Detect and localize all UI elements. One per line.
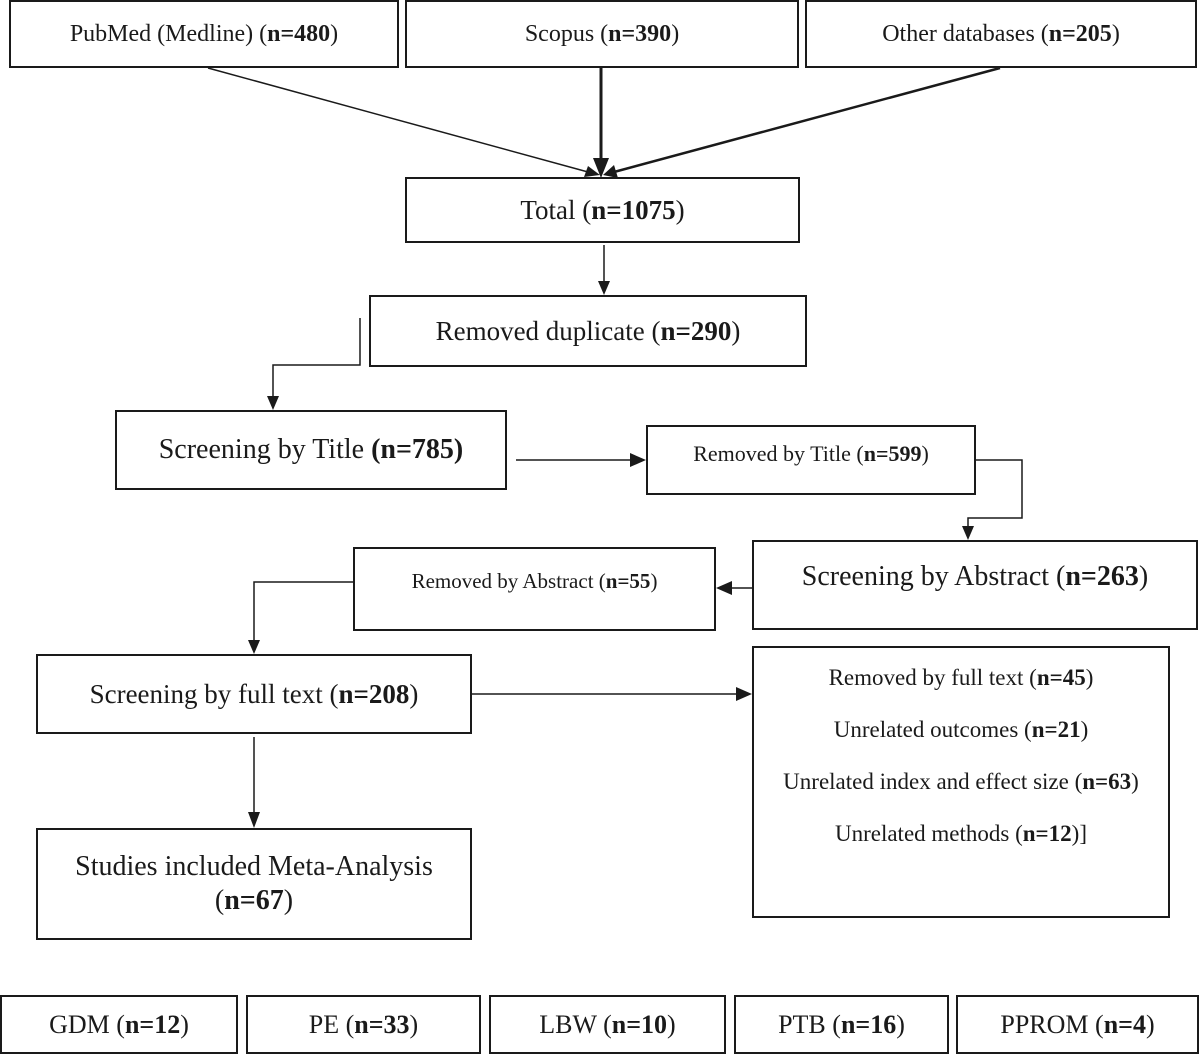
arrow-duplicate-title (272, 318, 361, 402)
arrowhead-abstract (716, 581, 732, 595)
arrowhead-total (598, 281, 610, 295)
reason-unrelated-index: Unrelated index and effect size (n=63) (783, 769, 1139, 794)
abstract-removed-box: Removed by Abstract (n=55) (353, 547, 716, 631)
outcome-gdm: GDM (n=12) (0, 995, 238, 1054)
total-box: Total (n=1075) (405, 177, 800, 243)
outcome-pe: PE (n=33) (246, 995, 481, 1054)
arrow-pubmed-total (207, 67, 589, 173)
arrowhead-other (603, 165, 618, 178)
arrowhead-pubmed (584, 166, 600, 177)
included-label: Studies included Meta-Analysis (75, 851, 433, 883)
arrow-abstractremoved-fulltext (253, 581, 354, 646)
duplicate-box: Removed duplicate (n=290) (369, 295, 807, 367)
title-removed-box: Removed by Title (n=599) (646, 425, 976, 495)
arrow-other-total (613, 66, 1001, 174)
arrowhead-titleremoved (962, 526, 974, 540)
included-count: (n=67) (214, 885, 294, 916)
arrowhead-fulltext (736, 687, 752, 701)
fulltext-removed-total: Removed by full text (n=45) (828, 665, 1094, 690)
fulltext-removed-box: Removed by full text (n=45) Unrelated ou… (752, 646, 1170, 918)
arrow-titleremoved-abstract (967, 459, 1023, 532)
reason-unrelated-methods: Unrelated methods (n=12)] (834, 821, 1087, 846)
arrowhead-title (630, 453, 646, 467)
reason-unrelated-outcomes: Unrelated outcomes (n=21) (833, 717, 1089, 742)
arrowhead-included (248, 812, 260, 828)
included-box: Studies included Meta-Analysis (n=67) (36, 828, 472, 940)
fulltext-screening-box: Screening by full text (n=208) (36, 654, 472, 734)
outcome-ptb: PTB (n=16) (734, 995, 949, 1054)
arrowhead-duplicate (267, 396, 279, 410)
arrowhead-abstractremoved (248, 640, 260, 654)
arrowhead-scopus (593, 158, 609, 178)
outcome-pprom: PPROM (n=4) (956, 995, 1199, 1054)
source-pubmed: PubMed (Medline) (n=480) (9, 0, 399, 68)
source-scopus: Scopus (n=390) (405, 0, 799, 68)
source-other: Other databases (n=205) (805, 0, 1197, 68)
outcome-lbw: LBW (n=10) (489, 995, 726, 1054)
title-screening-box: Screening by Title (n=785) (115, 410, 507, 490)
abstract-screening-box: Screening by Abstract (n=263) (752, 540, 1198, 630)
